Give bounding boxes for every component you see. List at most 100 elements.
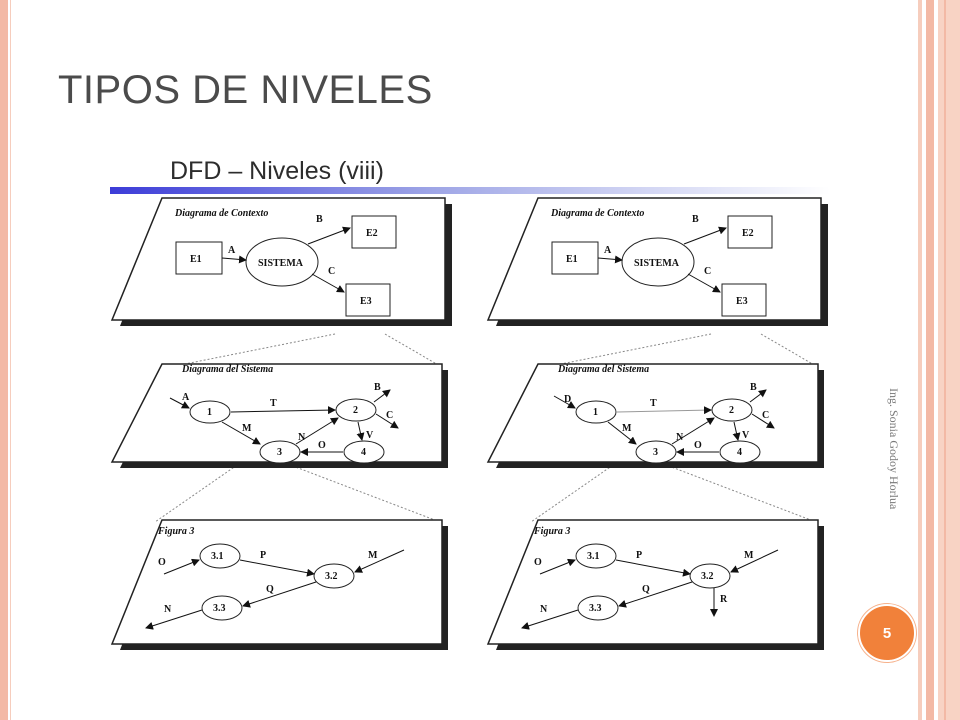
- process-4-label: 4: [361, 447, 366, 458]
- flow-label-p: P: [260, 550, 266, 561]
- flow-arrow: [373, 389, 391, 403]
- flow-label-n: N: [540, 604, 548, 615]
- flow-label-q: Q: [266, 584, 274, 595]
- flow-arrow: [751, 413, 775, 429]
- flow-label-r: R: [720, 594, 728, 605]
- flow-label-c: C: [328, 266, 335, 277]
- flow-arrow: [687, 273, 721, 293]
- projection-line: [530, 462, 617, 523]
- flow-label-m: M: [744, 550, 754, 561]
- right-border-stripe: [926, 0, 934, 720]
- left-system-panel: Diagrama del Sistema 1 2 3 4 A T B C M N…: [110, 363, 448, 468]
- projection-line: [284, 462, 441, 523]
- flow-arrow: [221, 255, 247, 264]
- projection-line: [174, 333, 336, 367]
- flow-label-b: B: [692, 214, 699, 225]
- process-3-3-label: 3.3: [213, 603, 226, 614]
- flow-arrow: [239, 559, 315, 577]
- flow-arrow: [553, 395, 576, 409]
- flow-label-q: Q: [642, 584, 650, 595]
- flow-label-a: A: [182, 392, 190, 403]
- right-diagram-stack: Diagrama de Contexto E1 SISTEMA E2 E3 A …: [486, 197, 828, 650]
- projection-line: [384, 333, 441, 367]
- entity-e3-label: E3: [360, 296, 372, 307]
- flow-arrow: [375, 413, 399, 429]
- page-number-badge: 5: [858, 604, 916, 662]
- flow-arrow: [356, 421, 365, 441]
- flow-arrow: [163, 558, 200, 575]
- process-2: [711, 398, 753, 422]
- process-sistema-label: SISTEMA: [258, 258, 304, 269]
- flow-arrow: [230, 406, 336, 415]
- author-credit-text: Ing. Sonia Godoy Horlua: [887, 388, 901, 510]
- figure3-label: Figura 3: [157, 526, 194, 537]
- right-system-panel: Diagrama del Sistema 1 2 3 4 D T B C M N…: [486, 363, 824, 468]
- entity-e3: [345, 283, 391, 317]
- process-4-label: 4: [737, 447, 742, 458]
- entity-e1-label: E1: [566, 254, 578, 265]
- figure-heading: DFD – Niveles (viii): [170, 157, 384, 185]
- flow-arrow: [618, 581, 693, 608]
- process-1: [575, 400, 617, 424]
- process-2-label: 2: [729, 405, 734, 416]
- left-diagram-stack: Diagrama de Contexto E1 SISTEMA E2 E3 A …: [110, 197, 452, 650]
- flow-arrow: [615, 559, 691, 577]
- process-3-2-label: 3.2: [325, 571, 338, 582]
- entity-e2: [727, 215, 773, 249]
- process-3-1-label: 3.1: [211, 551, 224, 562]
- process-3-2-label: 3.2: [701, 571, 714, 582]
- flow-label-o: O: [694, 440, 702, 451]
- heading-underline: [110, 187, 830, 194]
- left-figure3-panel: Figura 3 3.1 3.2 3.3 O P M Q N: [110, 519, 448, 650]
- slide-title: TIPOS DE NIVELES: [58, 68, 433, 112]
- flow-label-b: B: [750, 382, 757, 393]
- right-border-stripe: [918, 0, 922, 720]
- flow-label-o: O: [318, 440, 326, 451]
- right-figure3-panel: Figura 3 3.1 3.2 3.3 O P M Q N R: [486, 519, 824, 650]
- flow-label-b: B: [374, 382, 381, 393]
- projection-line: [660, 462, 817, 523]
- flow-arrow: [521, 609, 579, 630]
- flow-arrow: [221, 421, 261, 445]
- flow-label-b: B: [316, 214, 323, 225]
- process-3-1-label: 3.1: [587, 551, 600, 562]
- flow-label-m: M: [368, 550, 378, 561]
- process-4: [343, 440, 385, 464]
- flow-label-o: O: [534, 557, 542, 568]
- flow-arrow: [145, 609, 203, 630]
- flow-label-n: N: [676, 432, 684, 443]
- flow-arrow: [732, 421, 741, 441]
- entity-e3: [721, 283, 767, 317]
- process-4: [719, 440, 761, 464]
- flow-label-c: C: [386, 410, 393, 421]
- flow-arrow: [539, 558, 576, 575]
- process-2: [335, 398, 377, 422]
- entity-e1-label: E1: [190, 254, 202, 265]
- flow-arrow: [749, 389, 767, 403]
- flow-label-a: A: [228, 245, 236, 256]
- flow-label-t: T: [270, 398, 277, 409]
- flow-label-m: M: [242, 423, 252, 434]
- process-3-label: 3: [277, 447, 282, 458]
- projection-line: [760, 333, 817, 367]
- flow-label-v: V: [742, 430, 750, 441]
- process-3-3: [577, 595, 619, 621]
- flow-arrow: [311, 273, 345, 293]
- entity-e2-label: E2: [742, 228, 754, 239]
- process-sistema-label: SISTEMA: [634, 258, 680, 269]
- dfd-levels-figure: DFD – Niveles (viii) Diagrama de Context…: [110, 150, 830, 655]
- process-1: [189, 400, 231, 424]
- right-border-line: [944, 0, 946, 720]
- flow-arrow: [307, 226, 351, 245]
- right-context-panel: Diagrama de Contexto E1 SISTEMA E2 E3 A …: [486, 197, 828, 326]
- left-border-line: [10, 0, 11, 720]
- projection-line: [154, 462, 241, 523]
- flow-label-n: N: [298, 432, 306, 443]
- flow-arrow: [597, 255, 623, 264]
- flow-label-m: M: [622, 423, 632, 434]
- right-border-band: [938, 0, 960, 720]
- system-diagram-label: Diagrama del Sistema: [557, 364, 649, 375]
- flow-arrow: [169, 397, 190, 409]
- figure3-label: Figura 3: [533, 526, 570, 537]
- flow-label-o: O: [158, 557, 166, 568]
